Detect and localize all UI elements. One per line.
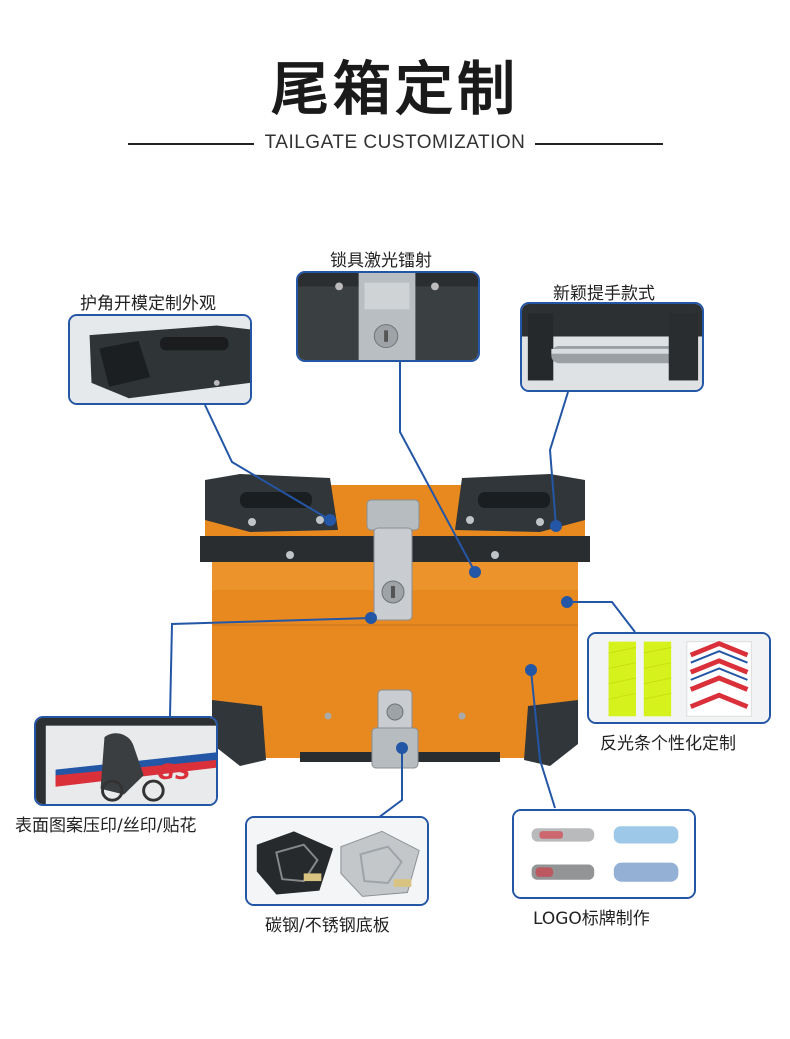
bottom-latch-base xyxy=(371,727,419,769)
connector-base-plate xyxy=(377,748,403,819)
photo-corner-guard xyxy=(68,314,252,405)
photo-base-plate xyxy=(245,816,429,906)
marker-dot xyxy=(469,566,481,578)
label-lock-laser: 锁具激光镭射 xyxy=(330,251,432,271)
page-title: 尾箱定制 xyxy=(270,55,519,123)
handle-slot-left xyxy=(240,492,312,508)
marker-dot xyxy=(561,596,573,608)
case-body xyxy=(212,560,578,758)
connector-handle xyxy=(548,391,569,527)
handle-slot-right xyxy=(478,492,550,508)
marker-dot xyxy=(550,520,562,532)
label-corner-guard: 护角开模定制外观 xyxy=(80,294,216,314)
marker-dot xyxy=(365,612,377,624)
subtitle-row: TAILGATE CUSTOMIZATION xyxy=(0,130,790,158)
marker-dot xyxy=(525,664,537,676)
bottom-guard-left xyxy=(212,700,266,766)
label-surface-print: 表面图案压印/丝印/贴花 xyxy=(15,816,197,836)
decal-gs-text: GS xyxy=(157,760,190,785)
label-handle: 新颖提手款式 xyxy=(553,284,655,304)
connector-surface-print xyxy=(169,617,372,717)
photo-handle xyxy=(520,302,704,392)
marker-dot xyxy=(396,742,408,754)
photo-lock xyxy=(296,271,480,362)
bottom-guard-right xyxy=(524,700,578,766)
label-reflective-strip: 反光条个性化定制 xyxy=(600,734,736,754)
subtitle-divider-right xyxy=(535,143,663,145)
photo-surface-print: GS xyxy=(34,716,218,806)
photo-reflective-strip xyxy=(587,632,771,724)
connector-logo xyxy=(530,669,556,809)
label-logo-plate: LOGO标牌制作 xyxy=(533,909,650,929)
connector-corner-guard xyxy=(204,404,331,521)
connector-reflective xyxy=(567,601,636,633)
page-subtitle: TAILGATE CUSTOMIZATION xyxy=(264,132,526,153)
subtitle-divider-left xyxy=(128,143,254,145)
connector-lock xyxy=(399,362,476,573)
photo-logo-plate xyxy=(512,809,696,899)
label-base-plate: 碳钢/不锈钢底板 xyxy=(265,916,390,936)
marker-dot xyxy=(324,514,336,526)
